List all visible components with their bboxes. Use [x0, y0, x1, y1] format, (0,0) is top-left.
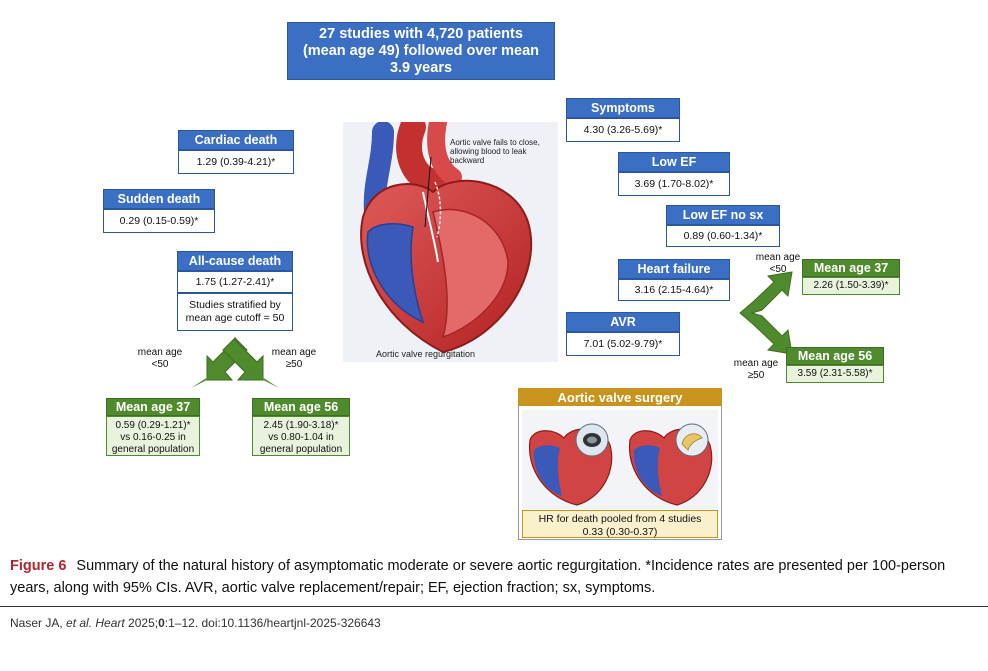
surgery-hr-line-2: 0.33 (0.30-0.37): [582, 526, 658, 538]
left-split-label-ge50-line-1: mean age: [271, 347, 317, 358]
right-fork-arrow-icon: [739, 271, 793, 355]
valve-surgery-illustration-icon: [522, 410, 718, 510]
right-age56-header: Mean age 56: [786, 347, 884, 365]
summary-box: 27 studies with 4,720 patients (mean age…: [287, 22, 555, 80]
avr-value: 7.01 (5.02-9.79)*: [566, 332, 680, 356]
low-ef-no-sx-header: Low EF no sx: [666, 205, 780, 225]
symptoms-header: Symptoms: [566, 98, 680, 118]
heart-annotation-line-1: Aortic valve fails to close,: [450, 138, 540, 147]
low-ef-header: Low EF: [618, 152, 730, 172]
left-split-label-lt50-line-2: <50: [151, 359, 169, 370]
left-age56-line-3: general population: [259, 444, 343, 455]
left-age37-line-3: general population: [111, 444, 195, 455]
citation-volume: 0: [158, 616, 165, 630]
right-split-label-ge50: mean age ≥50: [728, 358, 784, 382]
right-split-label-lt50-line-2: <50: [769, 264, 787, 275]
citation-journal: . Heart: [88, 616, 125, 630]
right-age37-header: Mean age 37: [802, 259, 900, 277]
left-age56-header: Mean age 56: [252, 398, 350, 416]
left-fork-arrow-icon: [191, 336, 279, 388]
left-age56-body: 2.45 (1.90-3.18)* vs 0.80-1.04 in genera…: [252, 416, 350, 456]
divider: [0, 606, 988, 607]
summary-line-3: 3.9 years: [389, 59, 453, 76]
citation: Naser JA, et al. Heart 2025;0:1–12. doi:…: [10, 616, 381, 630]
left-split-label-lt50-line-1: mean age: [137, 347, 183, 358]
figure-label: Figure 6: [10, 558, 67, 574]
symptoms-value: 4.30 (3.26-5.69)*: [566, 118, 680, 142]
all-cause-death-value: 1.75 (1.27-2.41)*: [177, 271, 293, 293]
right-age56-value: 3.59 (2.31-5.58)*: [786, 365, 884, 383]
surgery-panel-header: Aortic valve surgery: [518, 388, 722, 406]
left-age56-line-1: 2.45 (1.90-3.18)*: [263, 420, 339, 431]
avr-header: AVR: [566, 312, 680, 332]
heart-caption: Aortic valve regurgitation: [376, 349, 476, 359]
surgery-hr-box: HR for death pooled from 4 studies 0.33 …: [522, 510, 718, 538]
summary-line-1: 27 studies with 4,720 patients: [319, 25, 523, 42]
heart-annotation-line-3: backward: [450, 156, 485, 165]
citation-author: Naser JA,: [10, 616, 67, 630]
heart-annotation-line-2: allowing blood to leak: [450, 147, 527, 156]
right-split-label-ge50-line-2: ≥50: [747, 370, 765, 381]
citation-rest: :1–12. doi:10.1136/heartjnl-2025-326643: [164, 616, 381, 630]
left-split-label-ge50: mean age ≥50: [266, 347, 322, 371]
heart-annotation: Aortic valve fails to close, allowing bl…: [450, 138, 560, 165]
left-split-label-lt50: mean age <50: [132, 347, 188, 371]
left-age37-line-1: 0.59 (0.29-1.21)*: [115, 420, 191, 431]
stratification-note-line-2: mean age cutoff = 50: [185, 312, 285, 324]
right-age37-value: 2.26 (1.50-3.39)*: [802, 277, 900, 295]
citation-etal: et al: [66, 616, 89, 630]
left-age37-line-2: vs 0.16-0.25 in: [120, 432, 186, 443]
left-age37-body: 0.59 (0.29-1.21)* vs 0.16-0.25 in genera…: [106, 416, 200, 456]
cardiac-death-header: Cardiac death: [178, 130, 294, 150]
figure-caption-text: Summary of the natural history of asympt…: [10, 558, 946, 596]
right-split-label-lt50: mean age <50: [750, 252, 806, 276]
right-split-label-ge50-line-1: mean age: [733, 358, 779, 369]
summary-line-2: (mean age 49) followed over mean: [302, 42, 540, 59]
stratification-note-line-1: Studies stratified by: [189, 299, 281, 311]
sudden-death-value: 0.29 (0.15-0.59)*: [103, 209, 215, 233]
all-cause-death-header: All-cause death: [177, 251, 293, 271]
left-age37-header: Mean age 37: [106, 398, 200, 416]
low-ef-no-sx-value: 0.89 (0.60-1.34)*: [666, 225, 780, 247]
heart-failure-header: Heart failure: [618, 259, 730, 279]
left-age56-line-2: vs 0.80-1.04 in: [268, 432, 334, 443]
surgery-hr-line-1: HR for death pooled from 4 studies: [538, 513, 702, 525]
left-split-label-ge50-line-2: ≥50: [285, 359, 303, 370]
cardiac-death-value: 1.29 (0.39-4.21)*: [178, 150, 294, 174]
low-ef-value: 3.69 (1.70-8.02)*: [618, 172, 730, 196]
heart-illustration-icon: [343, 122, 558, 362]
citation-year: 2025;: [124, 616, 159, 630]
heart-failure-value: 3.16 (2.15-4.64)*: [618, 279, 730, 301]
stratification-note: Studies stratified by mean age cutoff = …: [177, 293, 293, 331]
right-split-label-lt50-line-1: mean age: [755, 252, 801, 263]
sudden-death-header: Sudden death: [103, 189, 215, 209]
